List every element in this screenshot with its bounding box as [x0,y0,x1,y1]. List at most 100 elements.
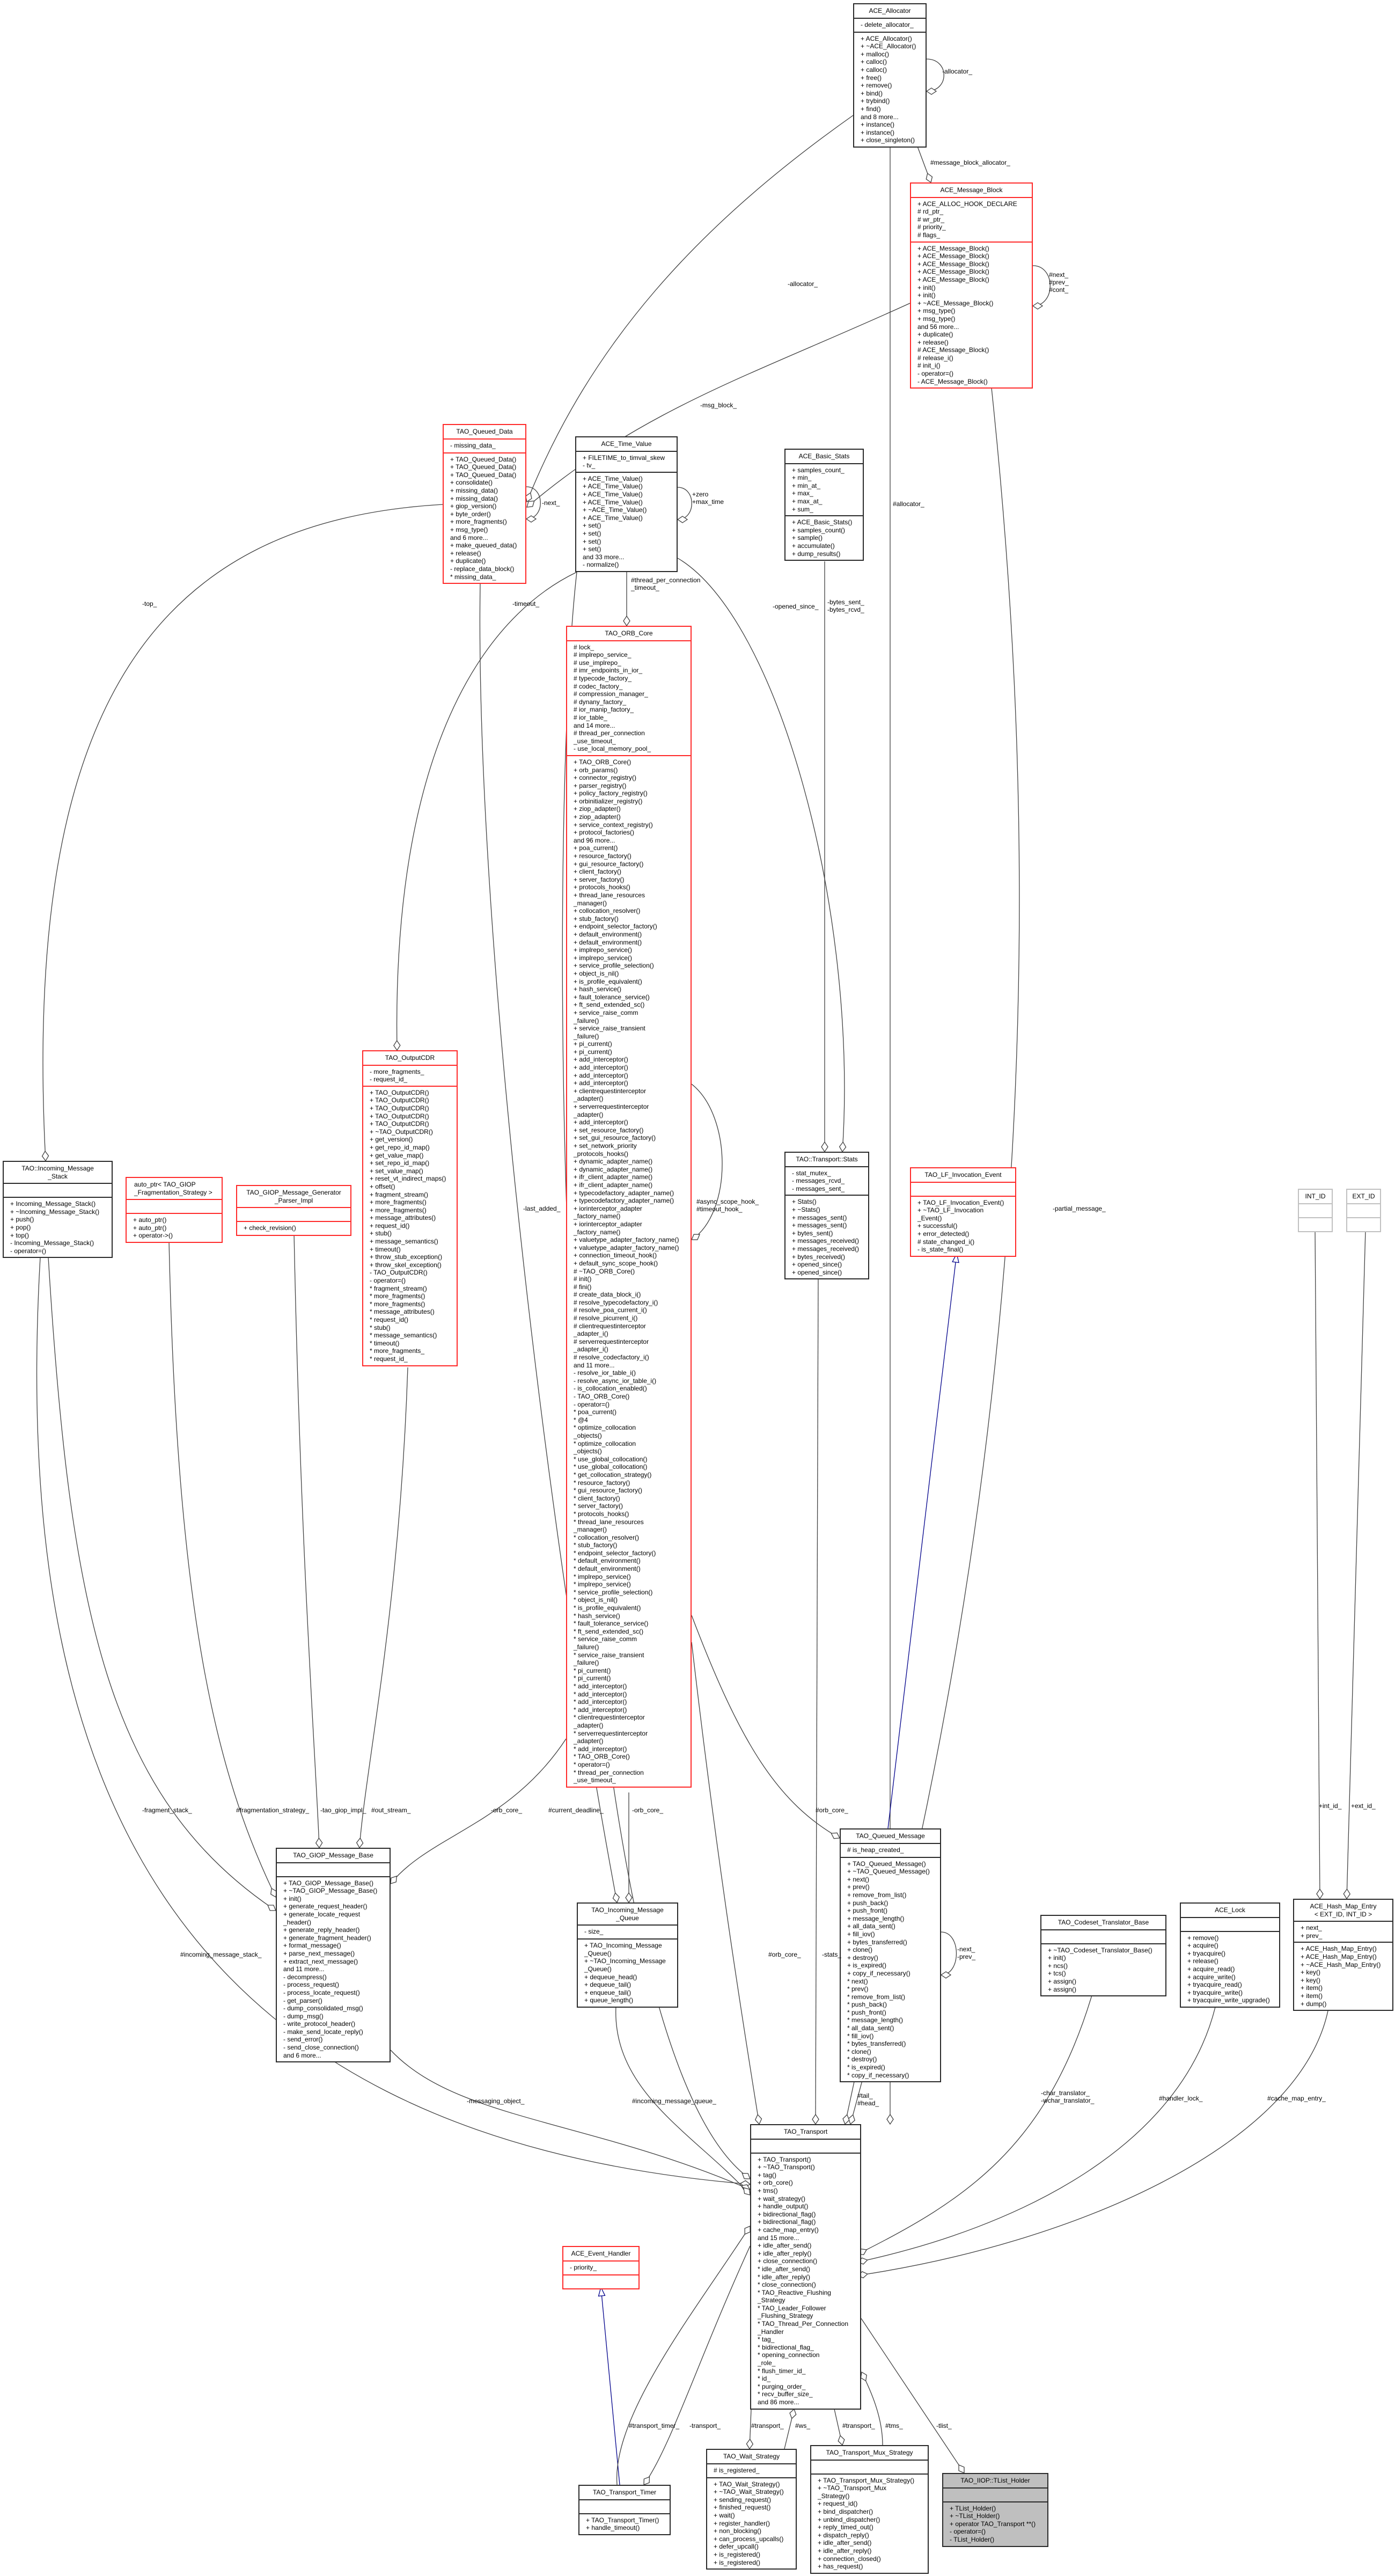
method-item: - operator=() [10,1247,47,1255]
attribute-item: - priority_ [570,2263,597,2271]
aggregation-diamond-icon [526,500,535,508]
class-box-queued-message[interactable]: TAO_Queued_Message# is_heap_created_+ TA… [840,1828,941,2083]
method-item: + TAO_ORB_Core() [574,758,632,766]
class-box-codeset[interactable]: TAO_Codeset_Translator_Base+ ~TAO_Codese… [1040,1915,1166,1997]
method-item: # ~TAO_ORB_Core() [574,1267,635,1275]
method-item: + idle_after_reply() [758,2249,812,2257]
class-title: TAO_GIOP_Message_Base [293,1851,373,1859]
method-item: + parse_next_message() [283,1949,355,1957]
class-box-incoming-stack[interactable]: TAO::Incoming_Message _Stack+ Incoming_M… [3,1161,113,1258]
aggregation-diamond-icon [831,1832,841,1839]
class-box-queued-data[interactable]: TAO_Queued_Data- missing_data_+ TAO_Queu… [443,424,526,584]
attribute-item: - missing_data_ [450,441,496,449]
class-box-lock[interactable]: ACE_Lock+ remove()+ acquire()+ tryacquir… [1180,1902,1280,2008]
method-item: + idle_after_reply() [818,2546,872,2555]
attributes-section [127,1199,222,1213]
class-box-wait-strategy[interactable]: TAO_Wait_Strategy# is_registered_+ TAO_W… [706,2449,797,2570]
method-item: * push_back() [847,2001,887,2009]
method-item: + acquire_read() [1187,1965,1235,1973]
class-box-output-cdr[interactable]: TAO_OutputCDR- more_fragments_- request_… [362,1050,458,1366]
method-item: * next() [847,1977,868,1985]
method-item: + set_resource_factory() [574,1126,644,1134]
aggregation-diamond-icon [848,2114,855,2125]
method-item: + msg_type() [450,525,488,533]
class-box-basic-stats[interactable]: ACE_Basic_Stats+ samples_count_+ min_+ m… [784,449,864,561]
method-item: # release_i() [917,354,953,362]
method-item: + item() [1301,1984,1323,1992]
class-box-lf-event[interactable]: TAO_LF_Invocation_Event+ TAO_LF_Invocati… [910,1167,1016,1257]
class-box-time-value[interactable]: ACE_Time_Value+ FILETIME_to_timval_skew-… [575,436,678,572]
edge-msg-block-allocator [917,146,933,184]
method-item: * recv_buffer_size_ [758,2390,813,2398]
aggregation-diamond-icon [744,2226,751,2235]
class-title: TAO_LF_Invocation_Event [924,1171,1002,1179]
method-item: + auto_ptr() [133,1216,167,1224]
attribute-item: - use_local_memory_pool_ [574,745,651,753]
method-item: + more_fragments() [450,518,507,526]
attribute-item: + next_ [1301,1924,1322,1932]
class-box-ext-id[interactable]: EXT_ID [1346,1189,1381,1232]
class-box-hash-map-entry[interactable]: ACE_Hash_Map_Entry < EXT_ID, INT_ID >+ n… [1293,1899,1393,2011]
method-item: # resolve_typecodefactory_i() [574,1298,658,1306]
methods-section: + ~TAO_Codeset_Translator_Base()+ init()… [1041,1943,1165,1996]
attribute-item: # is_registered_ [714,2466,760,2474]
class-box-incoming-queue[interactable]: TAO_Incoming_Message _Queue- size_+ TAO_… [577,1902,678,2008]
method-item: + messages_received() [792,1237,860,1245]
aggregation-diamond-icon [612,1892,620,1904]
method-item: + free() [861,74,882,82]
attributes-section [911,1181,1015,1196]
method-item: + ~TAO_Transport_Mux _Strategy() [818,2484,887,2500]
method-item: * idle_after_reply() [758,2273,811,2281]
edge-label: #out_stream_ [371,1806,411,1814]
attribute-item: # ior_manip_factory_ [574,706,634,714]
class-box-message-block[interactable]: ACE_Message_Block+ ACE_ALLOC_HOOK_DECLAR… [910,182,1033,389]
edge-label: #incoming_message_stack_ [180,1951,262,1958]
edge-label: #current_deadline_ [548,1806,604,1814]
method-item: + set_value_map() [370,1167,423,1175]
method-item: + sample() [792,534,823,542]
method-item: + remove() [1187,1934,1219,1942]
class-box-allocator[interactable]: ACE_Allocator- delete_allocator_+ ACE_Al… [853,3,927,148]
method-item: * collocation_resolver() [574,1533,640,1541]
edge-allocator-self [926,58,944,95]
aggregation-diamond-icon [741,2172,751,2179]
edge-orb-queued-msg [691,1615,841,1839]
class-box-orb-core[interactable]: TAO_ORB_Core# lock_# implrepo_service_# … [566,626,692,1788]
class-box-generator[interactable]: TAO_GIOP_Message_Generator _Parser_Impl+… [236,1185,351,1236]
class-box-giop-base[interactable]: TAO_GIOP_Message_Base+ TAO_GIOP_Message_… [276,1848,391,2063]
method-item: + TAO_OutputCDR() [370,1096,429,1104]
method-item: and 6 more... [450,533,488,541]
method-item: + ~TAO_Codeset_Translator_Base() [1048,1946,1152,1954]
class-box-transport-timer[interactable]: TAO_Transport_Timer+ TAO_Transport_Timer… [578,2485,671,2535]
method-item: + ft_send_extended_sc() [574,1001,645,1009]
class-box-int-id[interactable]: INT_ID [1298,1189,1333,1232]
class-box-event-handler[interactable]: ACE_Event_Handler- priority_ [562,2246,640,2289]
attribute-item: + max_ [792,489,813,497]
class-box-transport-stats[interactable]: TAO::Transport::Stats- stat_mutex_- mess… [784,1152,869,1280]
method-item: + enqueue_tail() [584,1988,632,1996]
method-item: + TAO_Queued_Data() [450,471,517,479]
attribute-item: - tv_ [583,462,596,470]
class-box-tlist-holder[interactable]: TAO_IIOP::TList_Holder+ TList_Holder()+ … [942,2473,1048,2547]
edge-qd-next [525,486,541,523]
edge-messaging-object [390,2050,751,2191]
method-item: + dequeue_tail() [584,1981,632,1989]
method-item: + hash_service() [574,985,622,993]
attributes-section [1299,1203,1332,1217]
class-box-transport[interactable]: TAO_Transport+ TAO_Transport()+ ~TAO_Tra… [750,2124,861,2410]
method-item: - send_close_connection() [283,2044,359,2052]
method-item: + key() [1301,1968,1321,1977]
class-box-auto-ptr[interactable]: auto_ptr< TAO_GIOP _Fragmentation_Strate… [126,1177,223,1243]
edge-incoming-queue-transport [615,2006,751,2196]
method-item: + TAO_Incoming_Message _Queue() [584,1942,662,1957]
method-item: - dump_msg() [283,2012,324,2020]
method-item: + pi_current() [574,1040,612,1048]
method-item: + TAO_Transport_Mux_Strategy() [818,2476,915,2484]
attribute-item: # thread_per_connection _use_timeout_ [574,729,645,745]
method-item: + operator->() [133,1232,173,1240]
method-item: * flush_timer_id_ [758,2367,806,2375]
method-item: + orb_core() [758,2179,793,2187]
edge-tlist [861,2318,965,2473]
class-box-mux-strategy[interactable]: TAO_Transport_Mux_Strategy+ TAO_Transpor… [810,2445,929,2574]
